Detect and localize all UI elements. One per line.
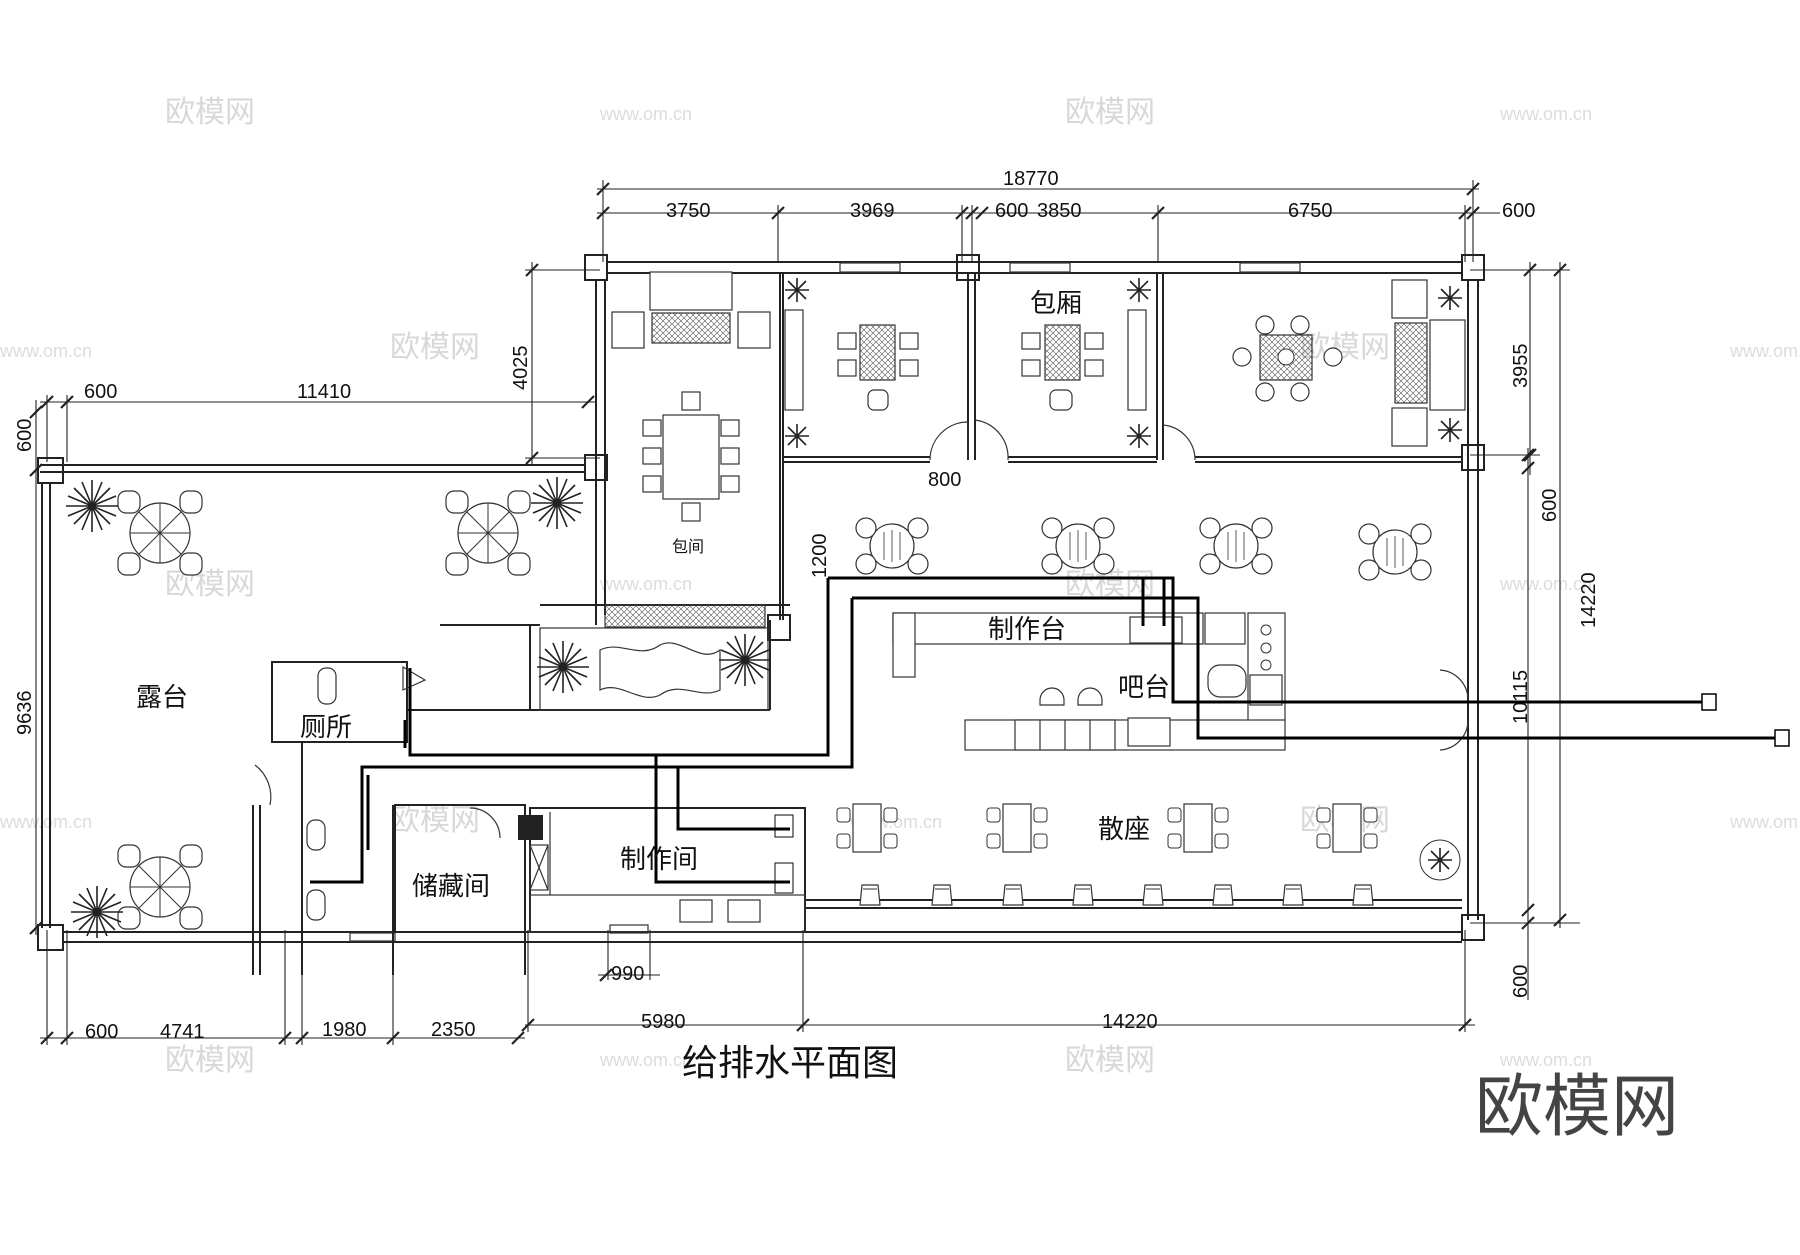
watermark-url: www.om.cn — [1499, 104, 1592, 124]
watermark-text: 欧模网 — [165, 567, 255, 602]
dim-left-11410: 11410 — [297, 381, 351, 403]
dimension-lines — [28, 180, 1580, 1046]
watermark-text: 欧模网 — [165, 95, 255, 130]
watermark-layer: 欧模网 www.om.cn 欧模网 www.om.cn 欧模网 欧模网 www.… — [0, 95, 1800, 1078]
dim-right-3955: 3955 — [1510, 344, 1532, 389]
dim-right-10115: 10115 — [1510, 670, 1532, 724]
watermark-url: www.om.cn — [0, 341, 92, 361]
dim-window-990: 990 — [611, 963, 644, 985]
dim-v-1200: 1200 — [809, 534, 831, 579]
watermark-text: 欧模网 — [1300, 330, 1390, 365]
label-toilet: 厕所 — [300, 713, 352, 743]
dim-v-4025: 4025 — [510, 346, 532, 391]
label-private-room: 包厢 — [1030, 289, 1082, 319]
walls — [37, 254, 1485, 975]
dim-bottom-2350: 2350 — [431, 1019, 476, 1041]
dimension-labels: 18770 3750 3969 600 3850 6750 600 600 11… — [14, 168, 1600, 1043]
dim-top-total: 18770 — [1003, 168, 1059, 190]
dim-right-600b: 600 — [1510, 965, 1532, 998]
watermark-url: www.om.cn — [1729, 812, 1800, 832]
dim-right-14220: 14220 — [1578, 572, 1600, 628]
dim-bottom-14220: 14220 — [1102, 1011, 1158, 1033]
watermark-url: www.om.cn — [1729, 341, 1800, 361]
label-vip-room: 包间 — [672, 537, 704, 556]
water-pipes — [310, 576, 1790, 884]
watermark-url: www.om.cn — [599, 574, 692, 594]
dim-top-3750: 3750 — [666, 200, 711, 222]
label-prep-counter: 制作台 — [988, 615, 1066, 645]
watermark-url: www.om.cn — [0, 812, 92, 832]
dim-right-600a: 600 — [1539, 489, 1561, 522]
label-storage: 储藏间 — [412, 872, 490, 902]
dim-left-600: 600 — [84, 381, 117, 403]
room-labels: 包厢 包间 露台 厕所 储藏间 制作间 制作台 吧台 散座 — [136, 289, 1170, 902]
watermark-url: www.om.cn — [1499, 574, 1592, 594]
label-bar: 吧台 — [1118, 673, 1170, 703]
dim-v-600-left: 600 — [14, 419, 36, 452]
watermark-url: www.om.cn — [599, 1050, 692, 1070]
watermark-text: 欧模网 — [390, 330, 480, 365]
dim-bottom-600: 600 — [85, 1021, 118, 1043]
dim-door-800: 800 — [928, 469, 961, 491]
dim-bottom-1980: 1980 — [322, 1019, 367, 1041]
watermark-text: 欧模网 — [1065, 1043, 1155, 1078]
label-open-seating: 散座 — [1098, 815, 1150, 845]
dim-top-3850: 3850 — [1037, 200, 1082, 222]
furniture — [65, 271, 1466, 939]
watermark-text: 欧模网 — [1065, 567, 1155, 602]
watermark-text: 欧模网 — [1065, 95, 1155, 130]
label-kitchen: 制作间 — [620, 845, 698, 875]
dim-top-3969: 3969 — [850, 200, 895, 222]
dim-bottom-5980: 5980 — [641, 1011, 686, 1033]
watermark-url: www.om.cn — [599, 104, 692, 124]
label-terrace: 露台 — [136, 683, 188, 713]
drawing-title: 给排水平面图 — [682, 1043, 898, 1084]
watermark-text: 欧模网 — [390, 803, 480, 838]
dim-bottom-4741: 4741 — [160, 1021, 205, 1043]
dim-top-6750: 6750 — [1288, 200, 1333, 222]
dim-top-600a: 600 — [995, 200, 1028, 222]
watermark-url: www.om.cn — [1499, 1050, 1592, 1070]
watermark-text: 欧模网 — [165, 1043, 255, 1078]
dim-v-9636: 9636 — [14, 691, 36, 736]
brand-logo: 欧模网 — [1475, 1068, 1679, 1147]
dim-top-600b: 600 — [1502, 200, 1535, 222]
